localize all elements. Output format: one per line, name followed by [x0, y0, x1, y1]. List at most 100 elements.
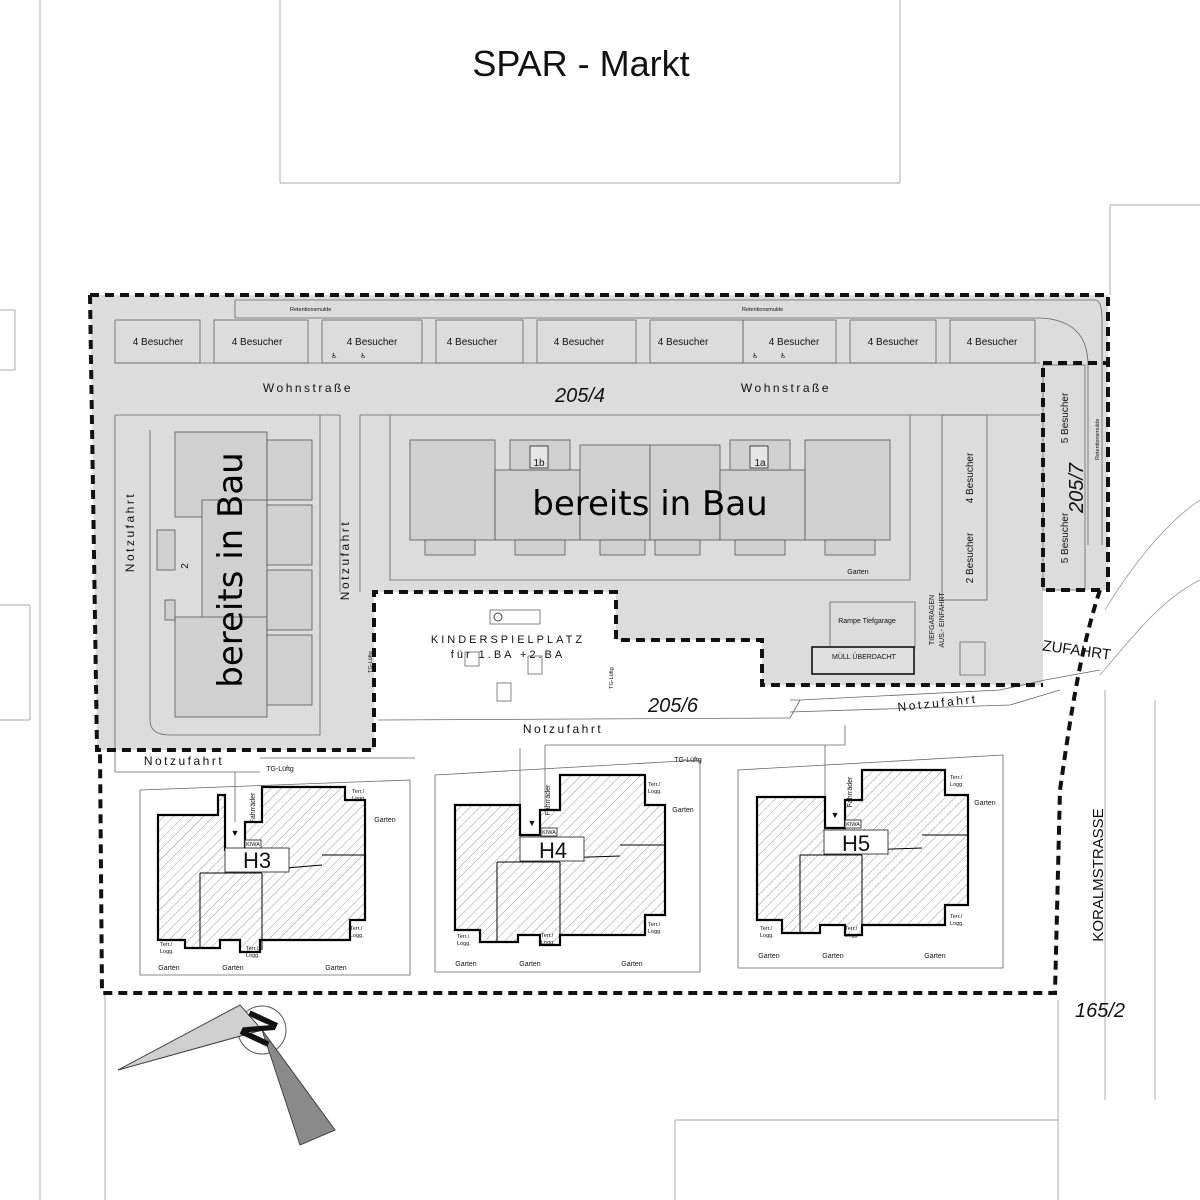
- parking-label-8: 4 Besucher: [967, 337, 1018, 348]
- entrance-arrow-icon: ▼: [831, 810, 840, 820]
- house-h5: [737, 754, 1004, 969]
- h4-terr-d2: Logg.: [541, 940, 555, 946]
- muell-label: MÜLL ÜBERDACHT: [832, 653, 897, 661]
- spar-title: SPAR - Markt: [472, 43, 689, 84]
- h3-garten-4: Garten: [325, 965, 347, 972]
- h5-terr-a1: Terr./: [950, 775, 963, 781]
- parcel-205-7: 205/7: [1066, 462, 1088, 514]
- notzufahrt-right: Notzufahrt: [897, 692, 978, 714]
- entrance-arrow-icon: ▼: [231, 828, 240, 838]
- parking-label-1: 4 Besucher: [232, 337, 283, 348]
- wheelchair-icon: ♿: [752, 352, 758, 360]
- retention-label-1: Retentionsmulde: [290, 307, 331, 313]
- h4-garten-3: Garten: [519, 961, 541, 968]
- h5-terr-d1: Terr./: [845, 926, 858, 932]
- notzufahrt-mid: Notzufahrt: [338, 520, 352, 600]
- wohnstrasse-label-2: Wohnstraße: [741, 381, 831, 395]
- parking-label-3: 4 Besucher: [447, 337, 498, 348]
- h4-terr-d1: Terr./: [541, 933, 554, 939]
- h3-terr-b2: Logg.: [350, 933, 364, 939]
- h4-terr-c1: Terr./: [457, 934, 470, 940]
- bau-label-left: bereits in Bau: [211, 452, 251, 687]
- h4-kiwa: KIWA: [542, 830, 556, 836]
- parking-label-2: 4 Besucher: [347, 337, 398, 348]
- parcel-205-6: 205/6: [647, 695, 699, 717]
- buildings-existing: [156, 431, 891, 718]
- h4-terr-c2: Logg.: [457, 941, 471, 947]
- h3-terr-b1: Terr./: [350, 926, 363, 932]
- building-2-label: 2: [180, 563, 191, 569]
- house-h4-label: H4: [539, 838, 567, 863]
- h3-terr-d2: Logg.: [246, 953, 260, 959]
- garage-area: [811, 601, 986, 676]
- site-boundaries: [88, 293, 1110, 995]
- zufahrt-label: ZUFAHRT: [1041, 637, 1112, 663]
- house-h3: [139, 779, 411, 976]
- parcel-165-2: 165/2: [1075, 1000, 1125, 1022]
- h4-terr-b2: Logg.: [648, 929, 662, 935]
- h4-fahrraeder: Fahrräder: [545, 784, 552, 815]
- parking-label-7: 4 Besucher: [868, 337, 919, 348]
- h3-kiwa: KIWA: [246, 842, 260, 848]
- wheelchair-icon: ♿: [331, 352, 337, 360]
- h5-terr-c1: Terr./: [760, 926, 773, 932]
- h5-terr-a2: Logg.: [950, 782, 964, 788]
- parking-top: [114, 319, 1036, 364]
- h5-garten-3: Garten: [822, 953, 844, 960]
- h5-terr-b2: Logg.: [950, 921, 964, 927]
- h5-terr-d2: Logg.: [845, 933, 859, 939]
- h4-terr-a1: Terr./: [648, 782, 661, 788]
- h4-terr-a2: Logg.: [648, 789, 662, 795]
- h3-terr-c1: Terr./: [160, 942, 173, 948]
- tg-lueftung-play: TG-Lüftg: [609, 667, 615, 689]
- north-arrow-icon: N: [117, 1004, 336, 1146]
- wheelchair-icon: ♿: [780, 352, 786, 360]
- kinderspielplatz-label: KINDERSPIELPLATZ: [431, 634, 585, 646]
- besucher-2-side: 2 Besucher: [965, 532, 976, 583]
- h3-terr-c2: Logg.: [160, 949, 174, 955]
- parcel-205-4: 205/4: [554, 385, 605, 407]
- entrance-arrow-icon: ▼: [528, 818, 537, 828]
- notzufahrt-left: Notzufahrt: [123, 492, 137, 572]
- h4-garten-4: Garten: [621, 961, 643, 968]
- h4-terr-b1: Terr./: [648, 922, 661, 928]
- h5-terr-b1: Terr./: [950, 914, 963, 920]
- h3-fahrraeder: Fahrräder: [250, 792, 257, 823]
- parking-label-4: 4 Besucher: [554, 337, 605, 348]
- h4-tg-lueftung: TG-Lüftg: [674, 757, 702, 764]
- retention-label-3: Retentionsmulde: [1095, 419, 1101, 460]
- tg-lueftung-vertical: TG-Lüftg: [368, 651, 374, 673]
- h5-fahrraeder: Fahrräder: [847, 776, 854, 807]
- tiefgarage-label-2: AUS.- EINFAHRT: [939, 592, 946, 648]
- house-h5-label: H5: [842, 831, 870, 856]
- besucher-5-lower: 5 Besucher: [1060, 512, 1071, 563]
- h3-terr-a2: Logg.: [352, 796, 366, 802]
- h5-garten-2: Garten: [758, 953, 780, 960]
- koralmstrasse-label: KORALMSTRASSE: [1090, 808, 1107, 941]
- notzufahrt-south: Notzufahrt: [144, 754, 224, 768]
- h5-terr-c2: Logg.: [760, 933, 774, 939]
- bau-label-main: bereits in Bau: [532, 484, 767, 524]
- h5-kiwa: KIWA: [846, 822, 860, 828]
- h3-garten-3: Garten: [222, 965, 244, 972]
- h3-tg-lueftung: TG-Lüftg: [266, 766, 294, 773]
- h3-terr-a1: Terr./: [352, 789, 365, 795]
- notzufahrt-bottom: Notzufahrt: [523, 722, 603, 736]
- retention-label-2: Retentionsmulde: [742, 307, 783, 313]
- h3-terr-d1: Terr./: [246, 946, 259, 952]
- wheelchair-icon: ♿: [360, 352, 366, 360]
- besucher-4-side: 4 Besucher: [965, 452, 976, 503]
- wohnstrasse-label-1: Wohnstraße: [263, 381, 353, 395]
- building-1a-label: 1a: [754, 458, 766, 469]
- house-h4: [434, 759, 701, 973]
- tiefgarage-label-1: TIEFGARAGEN: [929, 595, 936, 645]
- parking-label-0: 4 Besucher: [133, 337, 184, 348]
- parking-label-5: 4 Besucher: [658, 337, 709, 348]
- h3-garten-1: Garten: [374, 817, 396, 824]
- building-1b-label: 1b: [533, 458, 545, 469]
- rampe-label: Rampe Tiefgarage: [838, 618, 896, 625]
- besucher-5-upper: 5 Besucher: [1060, 392, 1071, 443]
- h4-garten-2: Garten: [455, 961, 477, 968]
- h5-garten-4: Garten: [924, 953, 946, 960]
- garten-top-label: Garten: [847, 569, 869, 576]
